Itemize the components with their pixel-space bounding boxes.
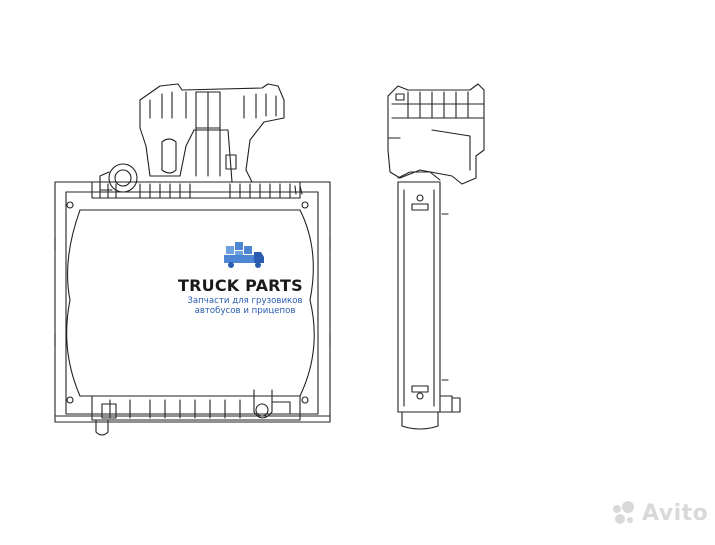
brand-title: TRUCK PARTS bbox=[178, 276, 303, 295]
avito-dots-icon bbox=[613, 501, 634, 524]
truck-boxes-icon bbox=[224, 242, 264, 268]
radiator-side bbox=[387, 83, 485, 430]
radiator-front bbox=[54, 181, 331, 436]
expansion-tank-front bbox=[139, 83, 285, 183]
filler-cap bbox=[99, 163, 138, 193]
brand-subtitle-line2: автобусов и прицепов bbox=[194, 306, 296, 316]
watermark-text: Avito bbox=[642, 500, 709, 526]
avito-watermark: Avito bbox=[608, 498, 708, 528]
brand-subtitle-line1: Запчасти для грузовиков bbox=[187, 296, 303, 306]
